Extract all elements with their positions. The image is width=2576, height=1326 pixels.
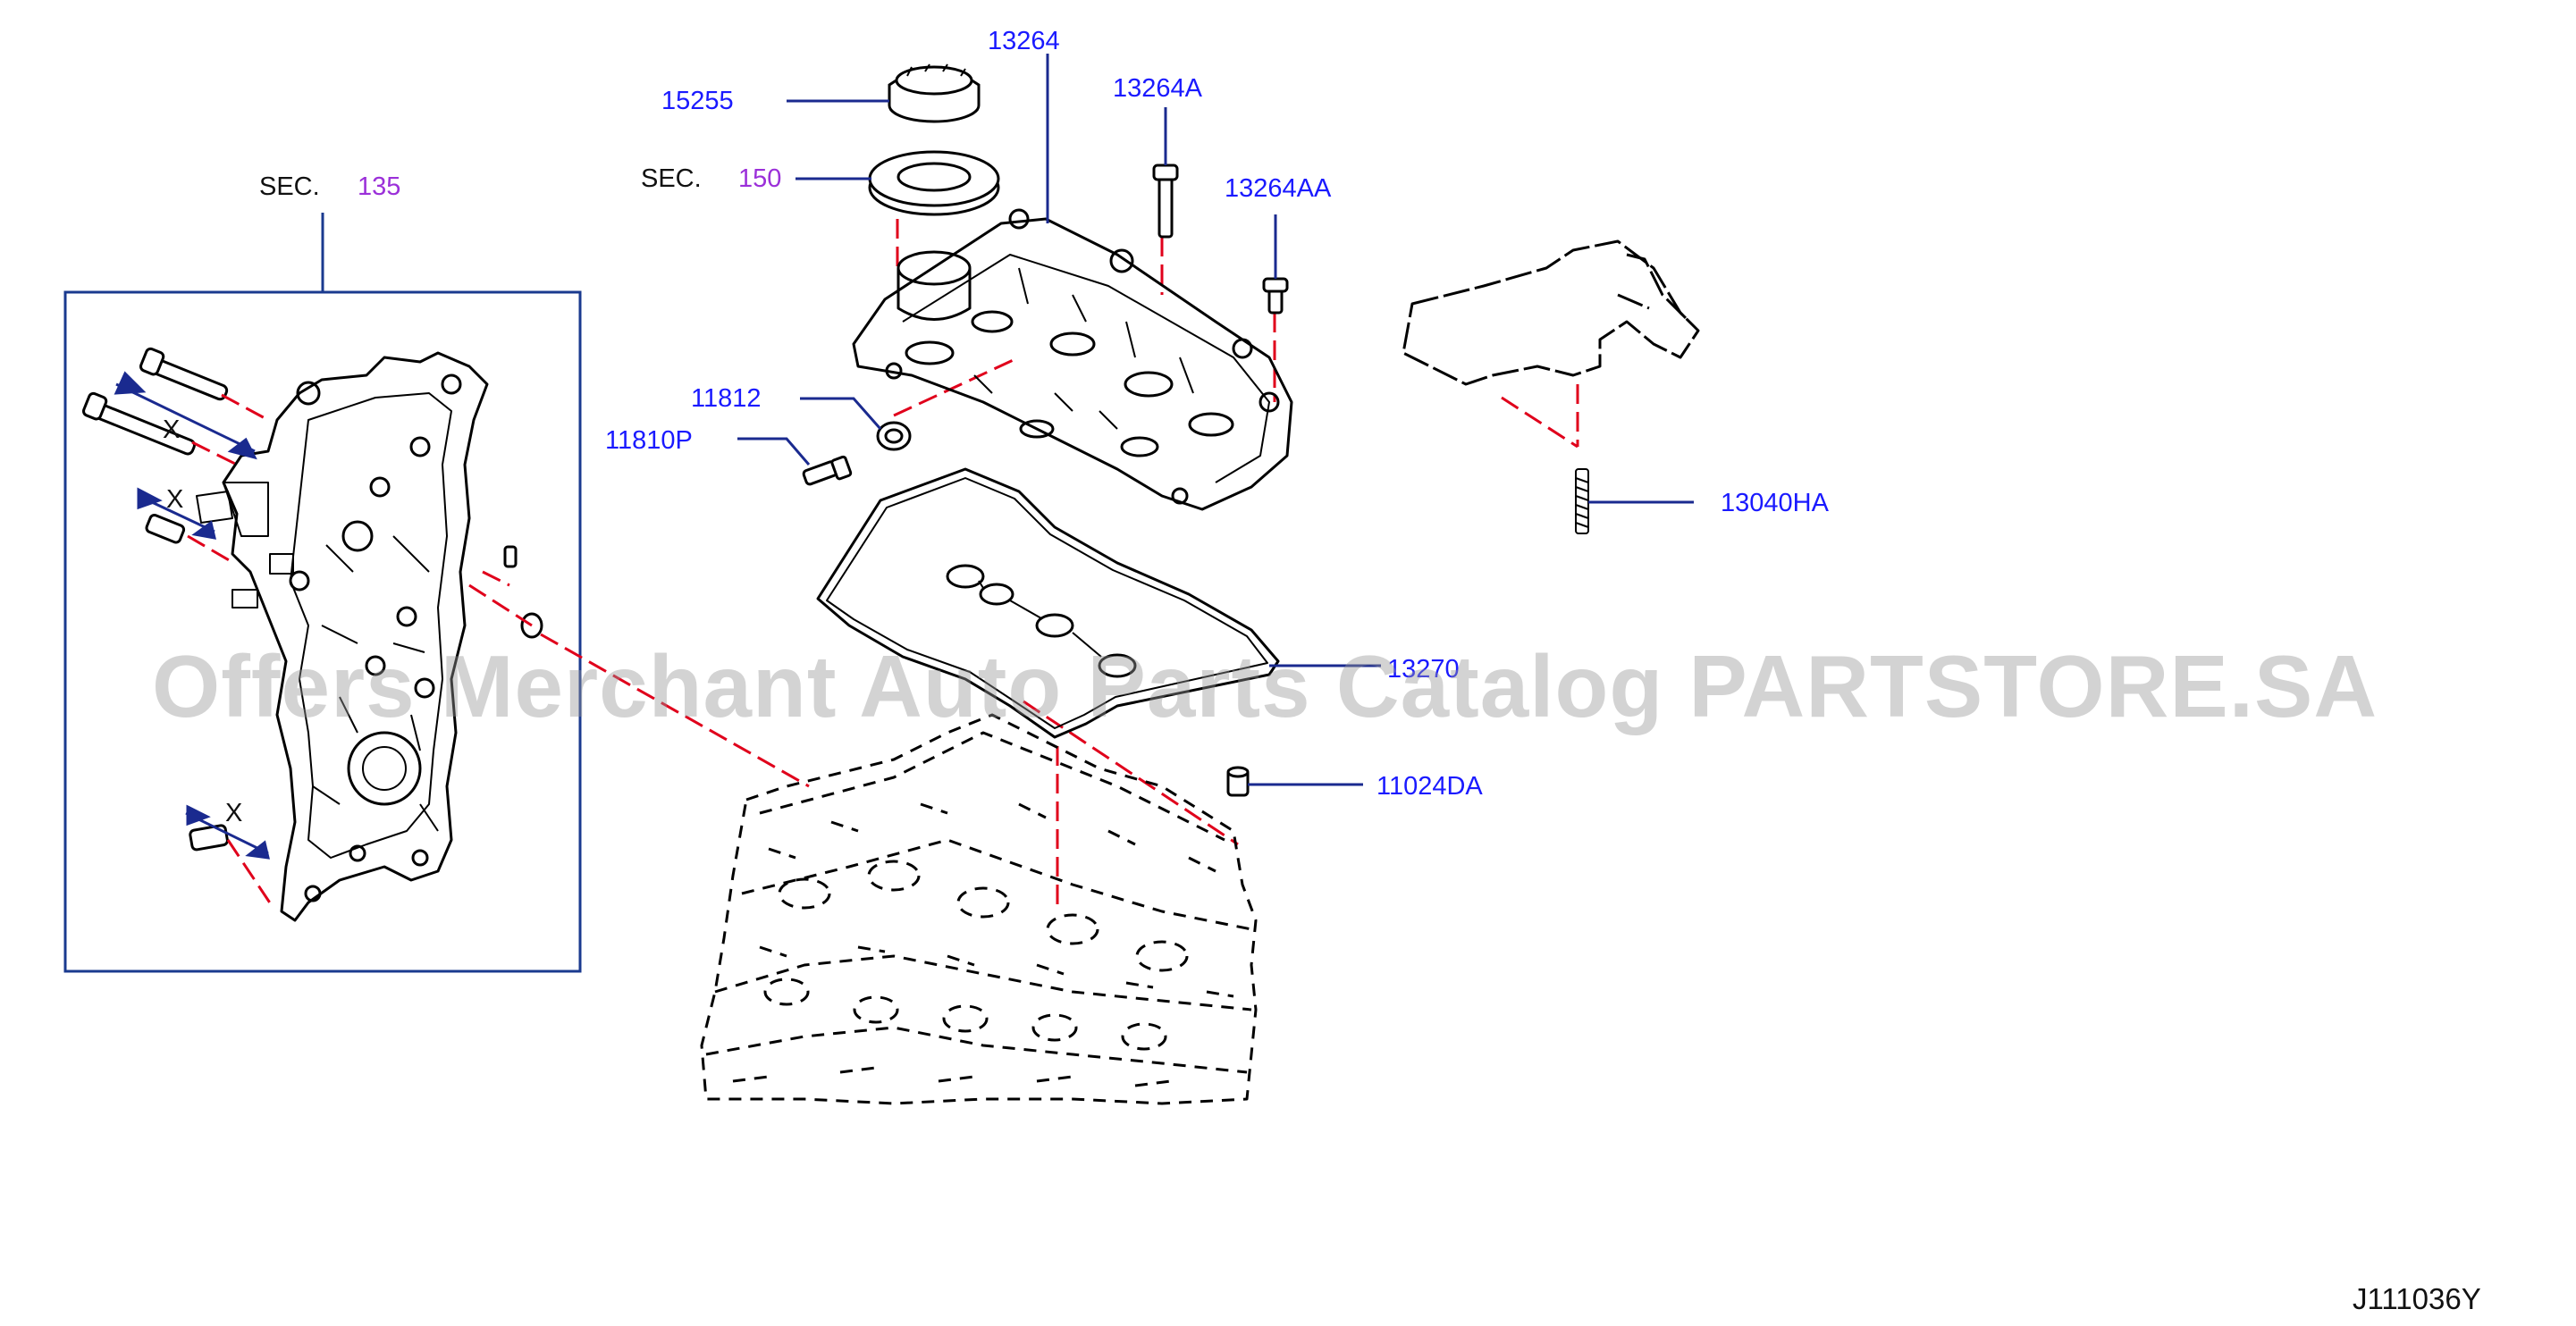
part-label-13270[interactable]: 13270	[1387, 655, 1460, 684]
x-mark-2: X	[166, 485, 184, 514]
timing-cover-drawing	[196, 351, 489, 922]
sec-150-number[interactable]: 150	[738, 164, 782, 193]
blow-by-hose-drawing	[1402, 239, 1700, 386]
sec-135-number[interactable]: 135	[358, 172, 401, 201]
part-label-13264aa[interactable]: 13264AA	[1225, 174, 1332, 203]
part-label-11024da[interactable]: 11024DA	[1376, 772, 1483, 801]
pcv-parts	[802, 421, 912, 486]
oil-filler-cap	[888, 63, 981, 123]
assembly-guide-lines	[187, 164, 1579, 911]
x-dimension-arrows	[114, 371, 270, 860]
rocker-gasket-drawing	[816, 467, 1280, 739]
part-label-11812[interactable]: 11812	[691, 384, 762, 413]
watermark: Offers Merchant Auto Parts Catalog PARTS…	[152, 637, 2378, 735]
leader-lines	[737, 54, 1694, 786]
x-mark-1: X	[163, 415, 181, 444]
diagram-code: J111036Y	[2353, 1282, 2481, 1315]
rocker-cover-drawing	[852, 208, 1293, 511]
x-mark-3: X	[225, 799, 243, 827]
part-label-13264[interactable]: 13264	[988, 27, 1060, 55]
cylinder-head-drawing	[700, 713, 1258, 1105]
part-label-13264a[interactable]: 13264A	[1113, 74, 1202, 103]
sec-135-prefix: SEC.	[259, 172, 320, 201]
filler-seal	[868, 150, 1000, 216]
timing-cover-bolts	[81, 347, 543, 852]
hose-spring	[1575, 468, 1589, 534]
timing-cover-frame	[63, 290, 582, 973]
dowel-pin	[1226, 766, 1250, 797]
rocker-cover-bolts	[1152, 164, 1289, 315]
part-label-11810p[interactable]: 11810P	[605, 426, 693, 455]
sec-150-prefix: SEC.	[641, 164, 702, 193]
part-label-13040ha[interactable]: 13040HA	[1721, 489, 1829, 517]
part-label-15255[interactable]: 15255	[661, 87, 734, 115]
